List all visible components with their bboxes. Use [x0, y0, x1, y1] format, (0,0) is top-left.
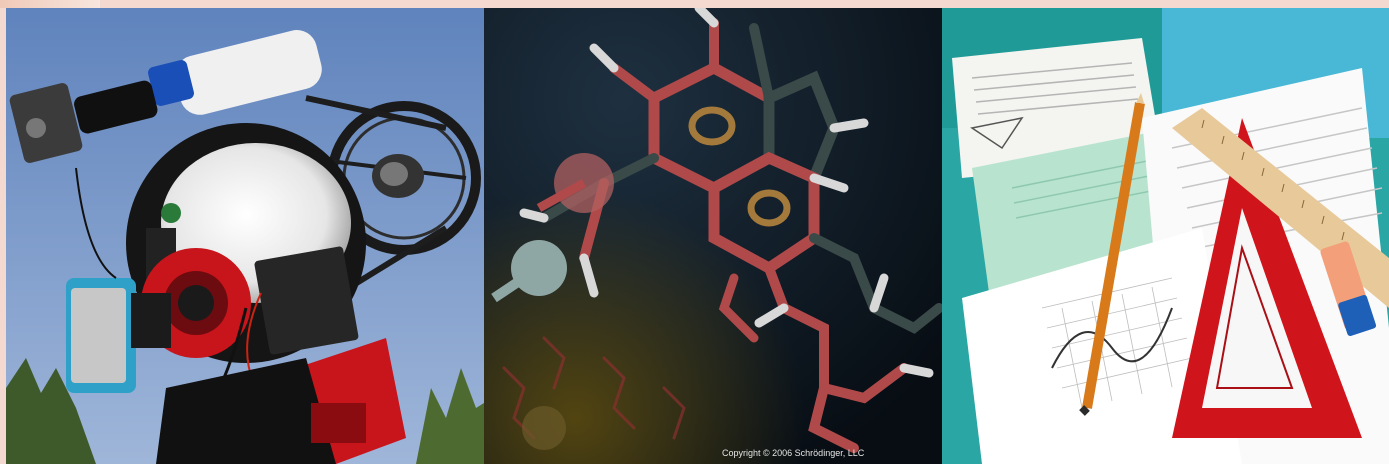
- copyright-notice: Copyright © 2006 Schrödinger, LLC: [722, 448, 865, 458]
- telescope-photo: [6, 8, 484, 464]
- telescope-illustration: [6, 8, 484, 464]
- school-supplies-illustration: [942, 8, 1389, 464]
- molecule-illustration: [484, 8, 942, 464]
- molecule-render: Copyright © 2006 Schrödinger, LLC: [484, 8, 942, 464]
- decorative-corner: [0, 0, 100, 8]
- school-supplies-photo: [942, 8, 1389, 464]
